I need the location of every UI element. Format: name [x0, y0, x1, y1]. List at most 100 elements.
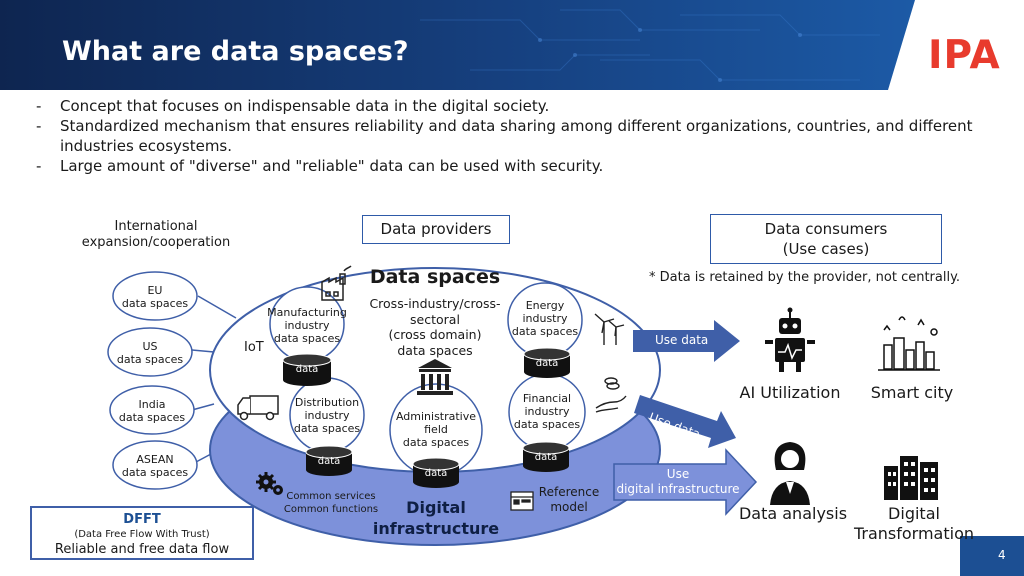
ipa-logo: IPA [928, 33, 1001, 78]
database-icon [282, 353, 332, 386]
bullet-dash: - [36, 97, 42, 115]
use-data-label-1: Use data [655, 333, 709, 347]
india-oval [109, 385, 195, 435]
dx-line: Digital [888, 504, 940, 523]
truck-icon [237, 395, 279, 421]
sector-line: data spaces [402, 436, 470, 449]
sector-line: industry [522, 312, 568, 325]
reference-line: Reference [538, 485, 600, 499]
cross-line: data spaces [397, 342, 473, 358]
sector-line: Financial [522, 392, 572, 405]
dfft-subtitle: (Data Free Flow With Trust) [74, 529, 210, 540]
ai-utilization-label: AI Utilization [739, 383, 841, 402]
bullet-item: - Standardized mechanism that ensures re… [36, 116, 996, 156]
infra-title-line: Digital [406, 498, 466, 517]
sector-line: data spaces [511, 325, 579, 338]
eu-oval [112, 271, 198, 321]
region-name: US [142, 340, 158, 353]
bullet-text: Large amount of "diverse" and "reliable"… [60, 157, 604, 175]
region-sub: data spaces [121, 297, 189, 310]
page-number: 4 [998, 548, 1006, 562]
region-sub: data spaces [116, 353, 184, 366]
region-name: EU [147, 284, 163, 297]
header: What are data spaces? IPA [0, 0, 1024, 90]
sector-line: industry [524, 405, 570, 418]
sector-line: Manufacturing [267, 306, 347, 319]
manufacturing-data-spaces[interactable]: Manufacturing industry data spaces [267, 306, 347, 345]
sector-line: industry [284, 319, 330, 332]
bank-icon [417, 359, 453, 395]
bullet-text: Standardized mechanism that ensures reli… [60, 117, 973, 155]
sector-line: data spaces [293, 422, 361, 435]
sector-line: field [424, 423, 448, 436]
dfft-title: DFFT [123, 512, 161, 527]
consumers-line: (Use cases) [782, 240, 870, 258]
sector-line: data spaces [513, 418, 581, 431]
bullet-list: - Concept that focuses on indispensable … [36, 96, 996, 176]
hand-coins-icon [595, 377, 627, 413]
region-name: ASEAN [136, 453, 174, 466]
data-analysis-label: Data analysis [738, 504, 848, 523]
data-consumers-box: Data consumers (Use cases) [710, 214, 942, 264]
bullet-dash: - [36, 117, 42, 135]
data-spaces-title: Data spaces [369, 266, 501, 288]
page-title: What are data spaces? [62, 36, 409, 67]
infra-line: Common services [286, 491, 376, 502]
administrative-data-spaces[interactable]: Administrative field data spaces [391, 410, 481, 449]
international-label-line: expansion/cooperation [81, 235, 231, 250]
sector-line: Distribution [294, 396, 360, 409]
cross-industry-label: Cross-industry/cross- sectoral (cross do… [355, 296, 515, 358]
reference-line: model [550, 500, 588, 514]
wind-turbine-icon [594, 313, 625, 345]
us-oval [107, 327, 193, 377]
asean-data-spaces[interactable]: ASEAN data spaces [113, 453, 197, 479]
page-number-box [960, 536, 1024, 576]
use-infrastructure-label: Use digital infrastructure [612, 467, 744, 497]
sector-line: Energy [525, 299, 565, 312]
use-infrastructure-arrow[interactable] [613, 448, 758, 516]
smart-city-label: Smart city [870, 383, 954, 402]
digital-transformation-label: Digital Transformation [848, 504, 980, 544]
reference-model-label: Reference model [534, 485, 604, 515]
dfft-tagline: Reliable and free data flow [54, 542, 230, 557]
arrow-line: Use [666, 467, 690, 481]
india-data-spaces[interactable]: India data spaces [110, 398, 194, 424]
retained-note: * Data is retained by the provider, not … [649, 270, 961, 285]
common-services-label: Common services Common functions [276, 490, 386, 516]
use-data-arrow-2[interactable] [634, 395, 736, 448]
cross-line: (cross domain) [388, 327, 482, 342]
database-icon [412, 457, 460, 488]
international-label-line: International [114, 219, 198, 234]
infra-line: Common functions [283, 504, 379, 515]
use-data-arrow-1[interactable] [633, 320, 740, 362]
building-icon [884, 456, 938, 500]
data-label: data [535, 358, 559, 369]
factory-icon [321, 265, 352, 301]
region-sub: data spaces [121, 466, 189, 479]
region-sub: data spaces [118, 411, 186, 424]
eu-data-spaces[interactable]: EU data spaces [113, 284, 197, 310]
database-icon [523, 347, 571, 378]
financial-data-spaces[interactable]: Financial industry data spaces [507, 392, 587, 431]
sector-line: industry [304, 409, 350, 422]
cross-line: Cross-industry/cross- [369, 296, 501, 311]
arrow-line: digital infrastructure [616, 482, 740, 496]
us-data-spaces[interactable]: US data spaces [108, 340, 192, 366]
person-icon [770, 442, 810, 505]
data-providers-box: Data providers [362, 215, 510, 244]
bullet-item: - Concept that focuses on indispensable … [36, 96, 996, 116]
distribution-data-spaces[interactable]: Distribution industry data spaces [287, 396, 367, 435]
digital-infrastructure-label: Digital infrastructure [366, 497, 506, 539]
data-label: data [317, 456, 341, 467]
bullet-dash: - [36, 157, 42, 175]
reference-model-icon [510, 491, 534, 511]
data-label: data [534, 452, 558, 463]
infra-title-line: infrastructure [372, 519, 500, 538]
dfft-box: DFFT (Data Free Flow With Trust) Reliabl… [30, 506, 254, 560]
data-label: data [295, 364, 319, 375]
energy-data-spaces[interactable]: Energy industry data spaces [505, 299, 585, 338]
data-label: data [424, 468, 448, 479]
city-icon [878, 316, 940, 371]
robot-icon [765, 307, 815, 372]
